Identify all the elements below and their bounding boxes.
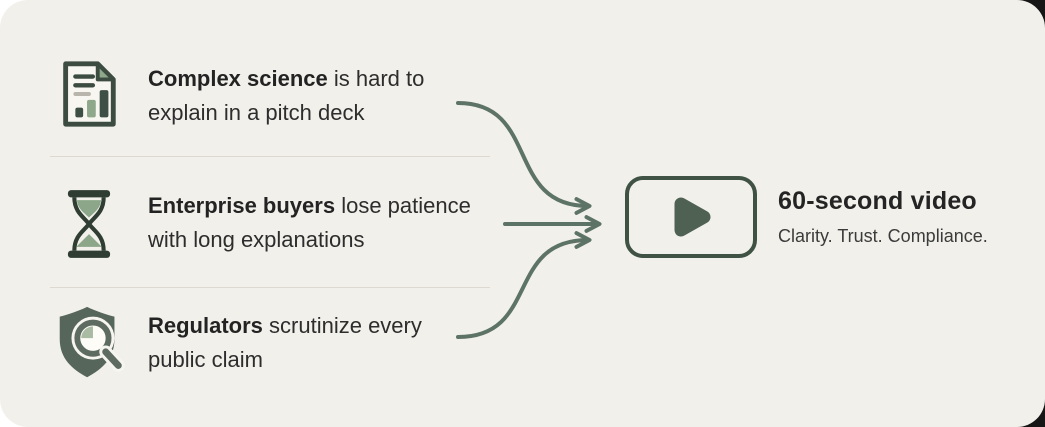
convergence-arrows bbox=[456, 101, 602, 339]
problem-line-1: Complex science is hard to bbox=[148, 66, 425, 91]
video-play-button[interactable] bbox=[625, 176, 757, 258]
shield-search-icon bbox=[49, 302, 133, 393]
result-title: 60-second video bbox=[778, 187, 977, 215]
problem-keyword: Enterprise buyers bbox=[148, 193, 336, 218]
problem-keyword: Complex science bbox=[148, 66, 328, 91]
problem-text-enterprise-buyers: Enterprise buyers lose patience with lon… bbox=[148, 189, 471, 256]
problem-text-regulators: Regulators scrutinize every public claim bbox=[148, 309, 422, 376]
hourglass-icon bbox=[56, 186, 122, 267]
result-block: 60-second video Clarity. Trust. Complian… bbox=[778, 187, 988, 247]
problem-line-1: Regulators scrutinize every bbox=[148, 313, 422, 338]
play-icon bbox=[674, 197, 711, 237]
divider-1 bbox=[50, 156, 490, 157]
divider-2 bbox=[50, 287, 490, 288]
arrow-bottom bbox=[456, 231, 592, 339]
problem-keyword: Regulators bbox=[148, 313, 263, 338]
problem-line-1: Enterprise buyers lose patience bbox=[148, 193, 471, 218]
problem-line-2: with long explanations bbox=[148, 226, 365, 252]
problem-text-complex-science: Complex science is hard to explain in a … bbox=[148, 62, 424, 129]
result-subtitle: Clarity. Trust. Compliance. bbox=[778, 226, 988, 246]
problem-line-2: public claim bbox=[148, 346, 263, 372]
arrow-top bbox=[456, 101, 592, 215]
problem-line-2: explain in a pitch deck bbox=[148, 99, 365, 125]
document-chart-icon bbox=[53, 57, 123, 136]
